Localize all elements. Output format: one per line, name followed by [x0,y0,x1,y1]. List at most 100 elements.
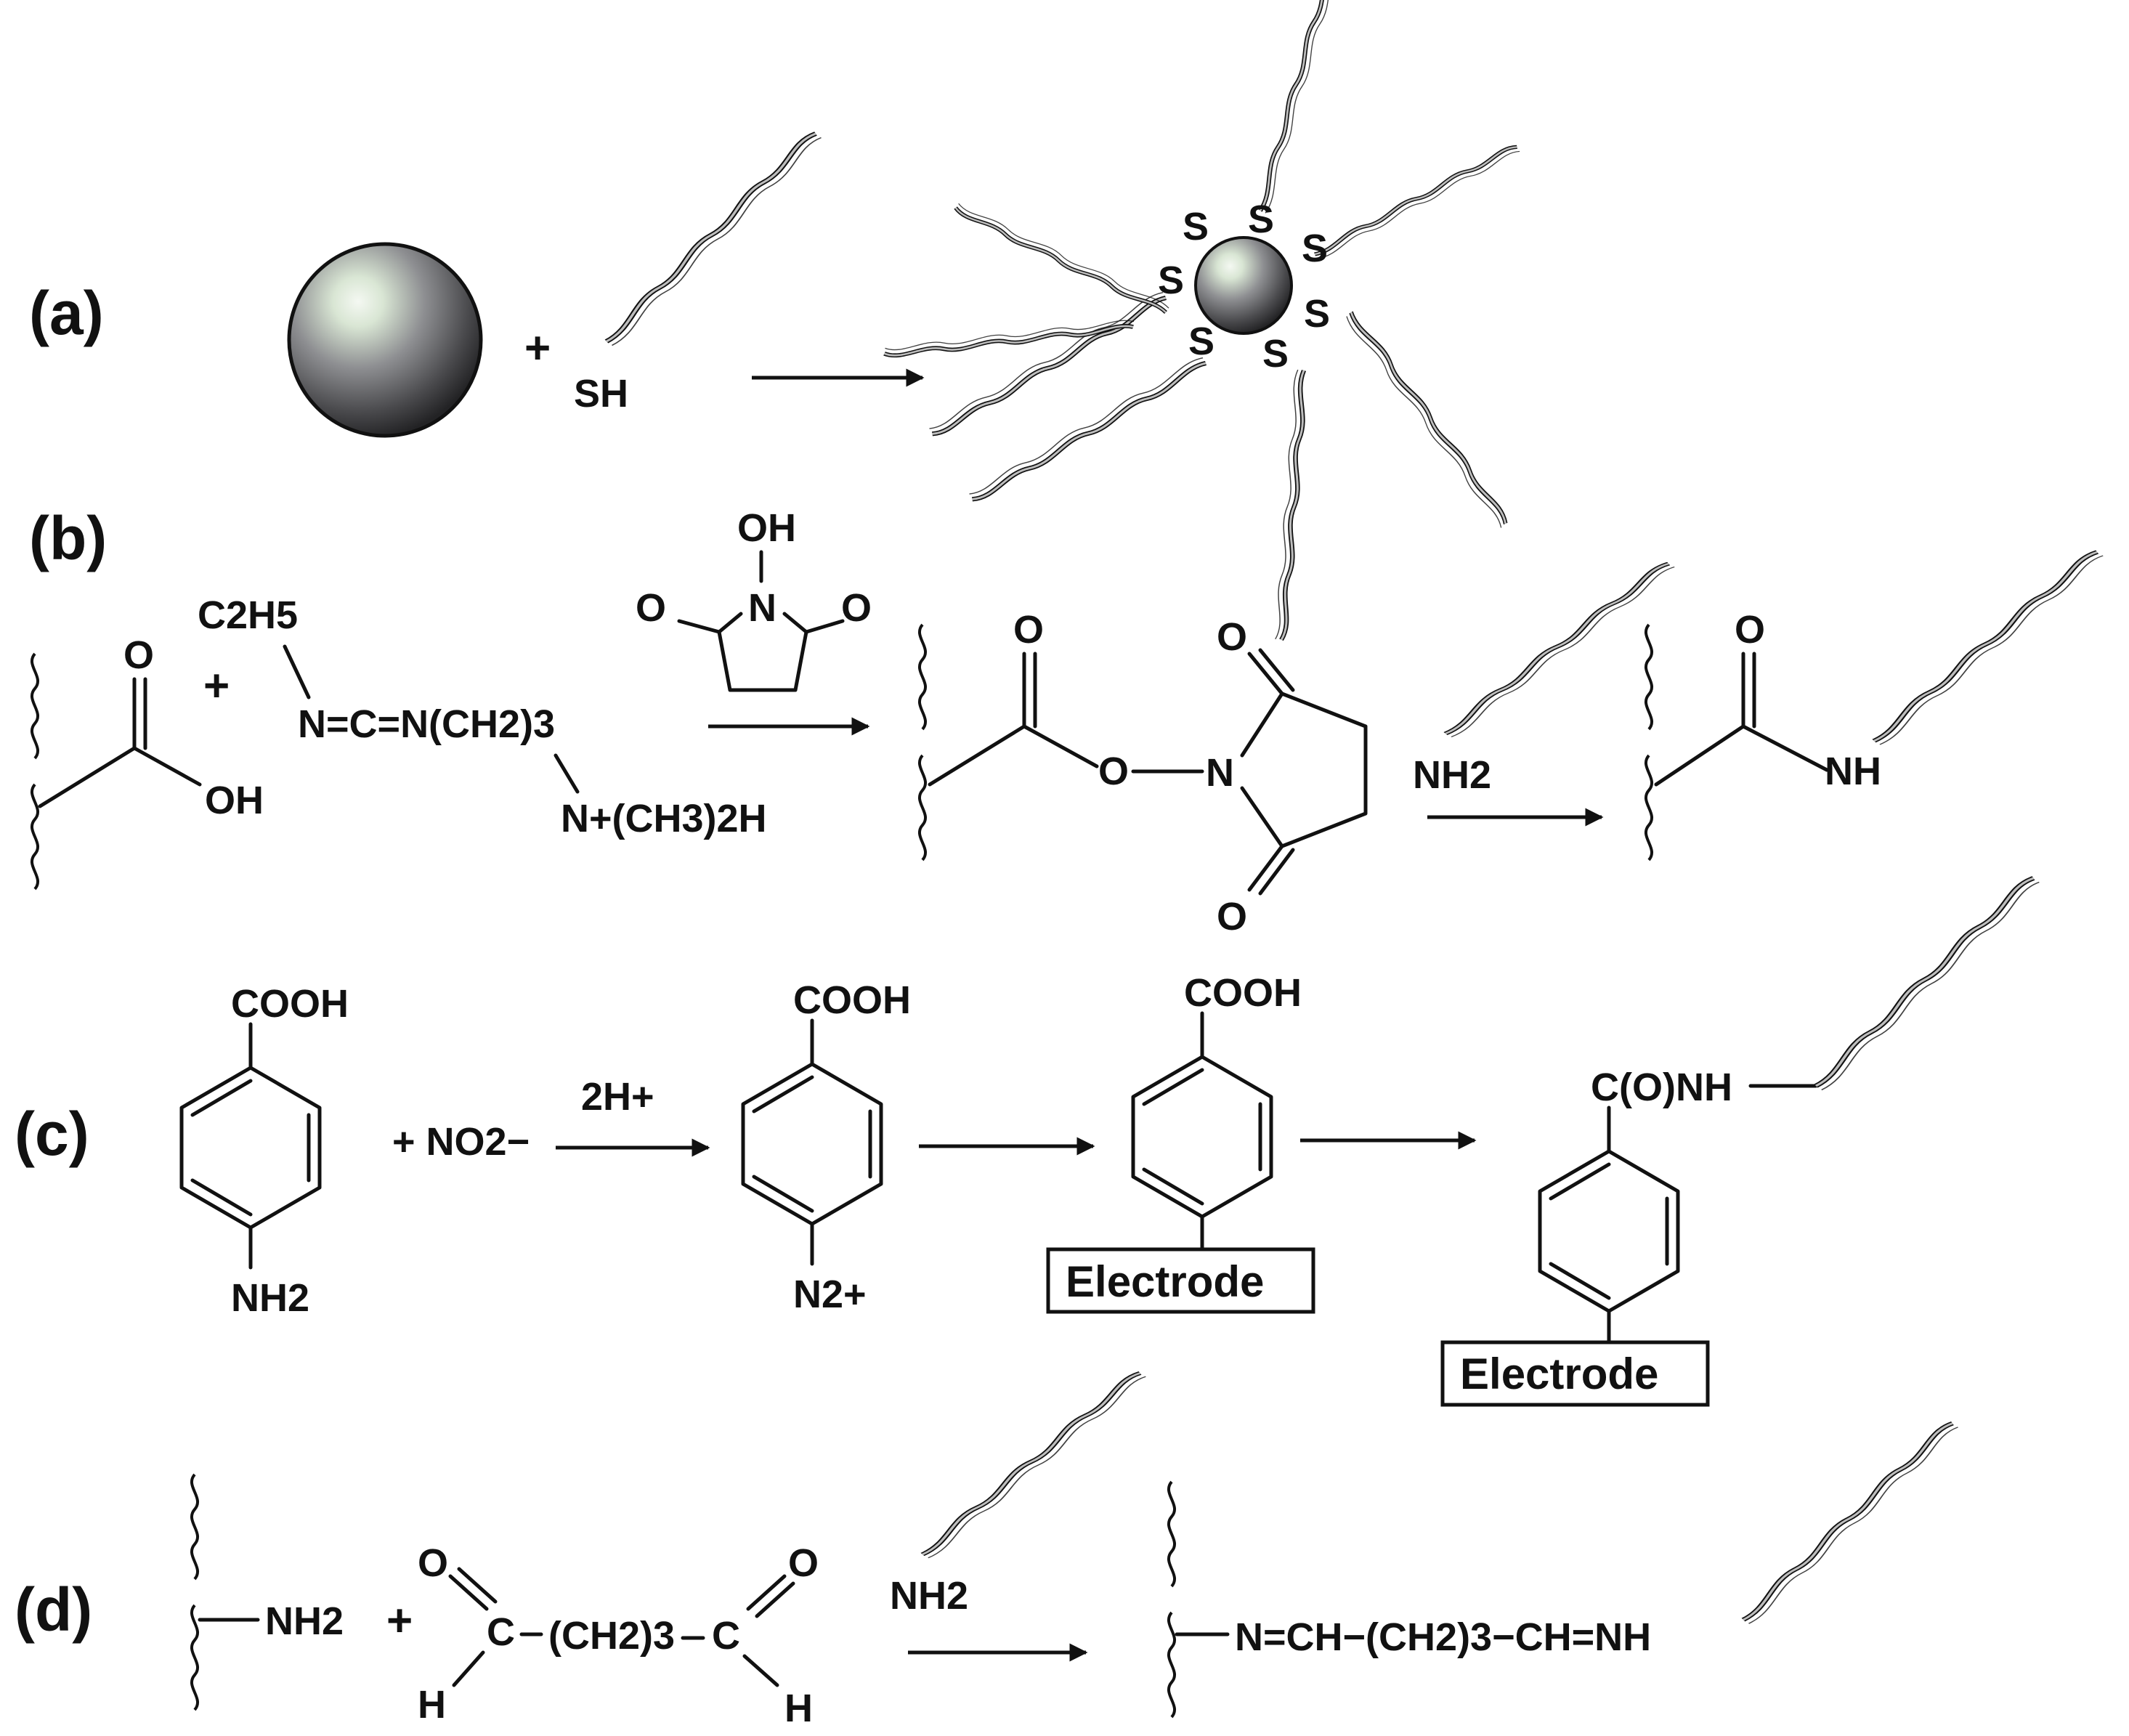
nh2-label: NH2 [231,1276,309,1320]
bond [283,644,311,699]
bond [457,1567,498,1604]
plus-sign: + [386,1596,413,1646]
nhs-hydroxyl: OH [737,506,796,550]
bond [38,746,202,808]
bond [1549,1262,1611,1300]
bond [1654,724,1829,787]
amine-dna-strand [922,1373,1145,1557]
plus-sign: + [203,661,230,711]
dna-strand [1816,878,2039,1090]
bond [752,1175,814,1213]
bond [928,724,1099,787]
functionalized-nanoparticle: S S S S S S S [882,0,1537,642]
dna-strand [1189,0,1409,214]
amine-dna-strand [1445,564,1674,737]
surface-wiggle [190,1473,200,1581]
surface-wiggle [917,623,928,731]
bond [1549,1162,1611,1201]
bond [752,1075,814,1114]
bond [677,619,721,634]
amide-nh-label: NH [1825,750,1881,793]
edc-ammonium: N+(CH3)2H [561,797,767,840]
bond [1247,652,1284,696]
aldehyde-carbon: C [712,1614,740,1658]
succinimide-ring [1240,691,1368,848]
bond [1258,648,1295,692]
panel-d: (d) NH2 + O C H (CH2)3 C O H NH2 N=CH−(C… [15,1373,1958,1730]
hydroxyl-label: OH [205,779,264,822]
dna-strand [1743,1424,1958,1624]
dna-strand [1874,552,2103,745]
bond [448,1574,489,1611]
ester-oxygen: O [1098,750,1129,793]
methylene-chain: (CH2)3 [548,1614,675,1658]
panel-d-label: (d) [15,1575,92,1644]
panel-b-label: (b) [29,504,107,572]
bond [1258,848,1295,896]
succinimide-oxygen: O [1217,895,1247,938]
bond [1247,844,1284,892]
amide-carbonyl-oxygen: O [1735,608,1765,652]
cooh-label: COOH [793,978,911,1022]
ester-nitrogen: N [1206,751,1234,795]
sulfur-label: S [1304,292,1330,336]
bond [1142,1068,1204,1106]
dna-strand [968,299,1207,558]
amide-link-label: C(O)NH [1591,1066,1732,1109]
acid-label: 2H+ [581,1075,654,1119]
surface-wiggle [1167,1480,1177,1588]
diazonium-label: N2+ [793,1273,867,1316]
dna-strand [928,233,1167,492]
imine-chain-label: N=CH−(CH2)3−CH=NH [1235,1615,1651,1659]
dna-strand [1313,94,1520,311]
dna-strand [955,171,1169,345]
dna-strand [1156,367,1423,642]
sulfur-label: S [1262,332,1289,376]
edc-carbodiimide: N=C=N(CH2)3 [298,702,555,746]
sulfur-label: S [1183,205,1209,248]
sulfur-label: S [1302,227,1328,270]
benzene-ring [179,1066,322,1230]
electrode-label: Electrode [1066,1257,1264,1306]
surface-wiggle [30,783,40,891]
benzene-ring [1131,1055,1273,1219]
dna-strand [1315,312,1537,528]
aldehyde-oxygen: O [418,1541,448,1585]
bond [746,1574,787,1611]
bond [1142,1167,1204,1206]
surface-wiggle [1167,1611,1177,1719]
bond [553,753,580,794]
thiol-dna-strand [607,134,822,346]
panel-c-label: (c) [15,1100,89,1168]
surface-wiggle [1644,754,1654,861]
aldehyde-hydrogen: H [784,1687,813,1730]
panel-a: (a) + SH S S S S S S S [29,0,1537,642]
sulfur-label: S [1248,198,1274,241]
thiol-label: SH [574,372,628,415]
aldehyde-oxygen: O [788,1541,819,1585]
nhs-oxygen: O [636,586,666,630]
bond [755,1581,795,1618]
cooh-label: COOH [231,982,349,1026]
benzene-ring [1538,1149,1680,1313]
panel-a-label: (a) [29,279,104,347]
electrode-box [1046,1247,1315,1314]
probe-amine-label: NH2 [890,1574,968,1618]
electrode-label: Electrode [1460,1350,1658,1398]
surface-wiggle [917,754,928,861]
gold-nanoparticle-small [1194,236,1293,335]
carbonyl-oxygen: O [123,633,154,677]
nhs-ring [717,612,808,692]
nhs-nitrogen: N [748,586,776,630]
bond [190,1079,253,1117]
panel-b: (b) O OH + C2H5 N=C=N(CH2)3 N+(CH3)2H OH… [29,504,2103,938]
amine-label: NH2 [1413,753,1491,797]
cooh-label: COOH [1184,971,1302,1015]
electrode-box [1440,1340,1710,1407]
bond [804,619,845,634]
succinimide-oxygen: O [1217,615,1247,659]
aldehyde-hydrogen: H [418,1683,446,1727]
gold-nanoparticle [287,242,483,438]
aldehyde-carbon: C [487,1610,515,1654]
